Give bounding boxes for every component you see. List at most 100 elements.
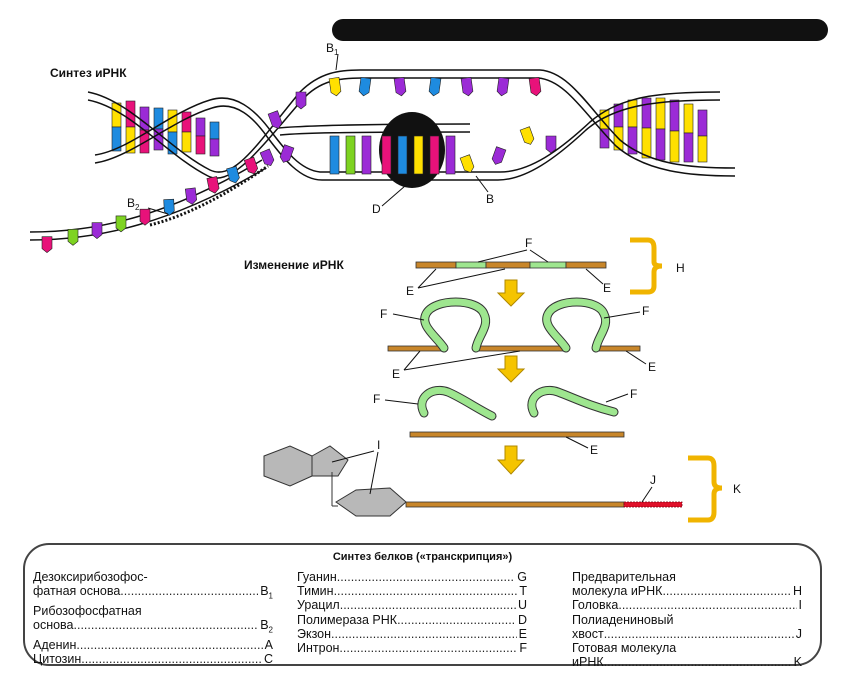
label-mrna-synthesis: Синтез иРНК: [50, 66, 127, 80]
legend-code: C: [263, 652, 273, 667]
label-mrna-modification: Изменение иРНК: [244, 258, 344, 272]
label-b1: B1: [326, 41, 339, 57]
base-pair-rung: [195, 117, 206, 137]
nucleotide-tab: [115, 215, 127, 233]
label-e: E: [590, 443, 598, 457]
label-f: F: [642, 304, 649, 318]
label-b2: B2: [127, 196, 140, 212]
legend-row: Предварительная: [572, 570, 802, 584]
base-pair-rung: [209, 121, 220, 140]
base-pair-rung: [445, 135, 456, 175]
legend-term: фатная основа: [33, 584, 121, 599]
legend-term: Гуанин: [297, 570, 337, 584]
template-bases-top: [267, 77, 557, 173]
legend-dots: [120, 584, 258, 604]
base-pair-rung: [683, 132, 694, 163]
label-j: J: [650, 473, 656, 487]
base-pair-rung: [329, 135, 340, 175]
nucleotide-tab: [243, 156, 259, 175]
base-pair-rung: [413, 135, 424, 175]
legend-row: Цитозин C: [33, 652, 273, 666]
nucleotide-tab: [428, 77, 442, 97]
legend-term: Тимин: [297, 584, 334, 599]
nucleotide-tab: [528, 77, 542, 97]
legend-term: Дезоксирибозофос-: [33, 570, 148, 584]
legend-code: U: [517, 598, 527, 613]
base-pair-rung: [381, 135, 392, 175]
label-f: F: [373, 392, 380, 406]
legend-dots: [604, 627, 794, 641]
base-pair-rung: [429, 135, 440, 175]
legend-row: ЭкзонE: [297, 627, 527, 641]
legend-term: Экзон: [297, 626, 332, 641]
nucleotide-tab: [206, 176, 220, 194]
legend-box: Синтез белков («транскрипция») Дезоксири…: [23, 543, 822, 669]
excised-introns: [409, 386, 625, 438]
legend-row: хвостJ: [572, 627, 802, 641]
nucleotide-tab: [459, 154, 475, 173]
base-pair-rung: [153, 128, 164, 151]
legend-row: основаB2: [33, 618, 273, 638]
legend-dots: [74, 618, 259, 638]
legend-title: Синтез белков («транскрипция»): [332, 551, 513, 563]
legend-dots: [337, 570, 515, 584]
legend-row: Полиадениновый: [572, 613, 802, 627]
nucleotide-tab: [295, 91, 307, 110]
arrow-down-icon: [496, 279, 526, 307]
base-pair-rung: [697, 109, 708, 137]
nucleotide-tab: [41, 236, 53, 254]
legend-code: T: [519, 584, 527, 599]
base-pair-rung: [209, 138, 220, 157]
page-title: [332, 19, 828, 41]
base-pair-rung: [361, 135, 372, 175]
legend-dots: [604, 655, 792, 669]
base-pair-rung: [641, 127, 652, 159]
legend-term: Аденин: [33, 637, 77, 652]
nucleotide-tab: [393, 77, 407, 97]
legend-dots: [334, 584, 518, 598]
label-h: H: [676, 261, 685, 275]
base-pair-rung: [111, 126, 122, 152]
base-pair-rung: [599, 128, 610, 149]
nucleotide-tab: [163, 198, 175, 216]
base-pair-rung: [613, 103, 624, 128]
legend-dots: [331, 627, 517, 641]
legend-term: Цитозин: [33, 652, 82, 667]
legend-row: Полимераза РНКD: [297, 613, 527, 627]
mature-mrna: [263, 445, 683, 517]
base-pair-rung: [195, 135, 206, 155]
base-pair-rung: [181, 111, 192, 133]
label-b: B: [486, 192, 494, 206]
legend-dots: [662, 584, 791, 598]
base-pair-rung: [167, 109, 178, 133]
splicing-loops: [387, 297, 641, 353]
label-e: E: [392, 367, 400, 381]
label-e: E: [406, 284, 414, 298]
nucleotide-tab: [328, 77, 342, 97]
base-pair-rung: [111, 102, 122, 128]
bases-at-polymerase: [329, 135, 456, 175]
label-k: K: [733, 482, 741, 496]
legend-row: фатная основаB1: [33, 584, 273, 604]
legend-row: ГуанинG: [297, 570, 527, 584]
base-pair-rung: [669, 130, 680, 163]
legend-row: Рибозофосфатная: [33, 604, 273, 618]
nucleotide-tab: [139, 208, 151, 226]
legend-row: Дезоксирибозофос-: [33, 570, 273, 584]
legend-code: B2: [260, 618, 273, 635]
nucleotide-tab: [279, 144, 295, 163]
nucleotide-tab: [259, 148, 275, 167]
mrna-strand: [29, 148, 275, 254]
legend-term: Интрон: [297, 641, 340, 656]
legend-row: АденинA: [33, 638, 273, 652]
legend-dots: [397, 613, 516, 627]
nucleotide-tab: [545, 135, 557, 154]
legend-term: Рибозофосфатная: [33, 603, 142, 618]
legend-row: ГоловкаI: [572, 598, 802, 612]
base-pair-rung: [181, 131, 192, 153]
legend-row: иРНКK: [572, 655, 802, 669]
legend-dots: [340, 598, 516, 612]
legend-dots: [339, 641, 517, 655]
